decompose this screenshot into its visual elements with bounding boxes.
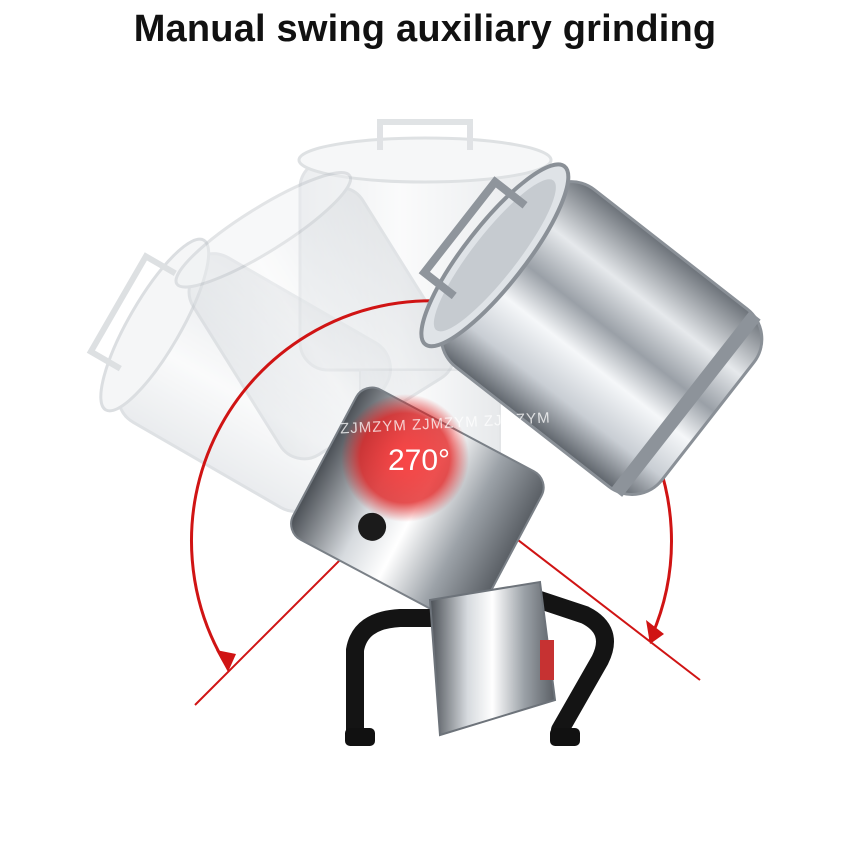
- arc-arrow-right-icon: [646, 620, 664, 644]
- page-title: Manual swing auxiliary grinding: [133, 8, 717, 50]
- ghost-grinder-middle: [174, 171, 456, 461]
- rotation-arc: [190, 299, 673, 669]
- red-glow: [341, 394, 469, 522]
- angle-label: 270°: [388, 444, 451, 477]
- arc-arrow-left-icon: [216, 650, 236, 672]
- grinder-base: [345, 580, 614, 746]
- main-grinder: [290, 162, 764, 746]
